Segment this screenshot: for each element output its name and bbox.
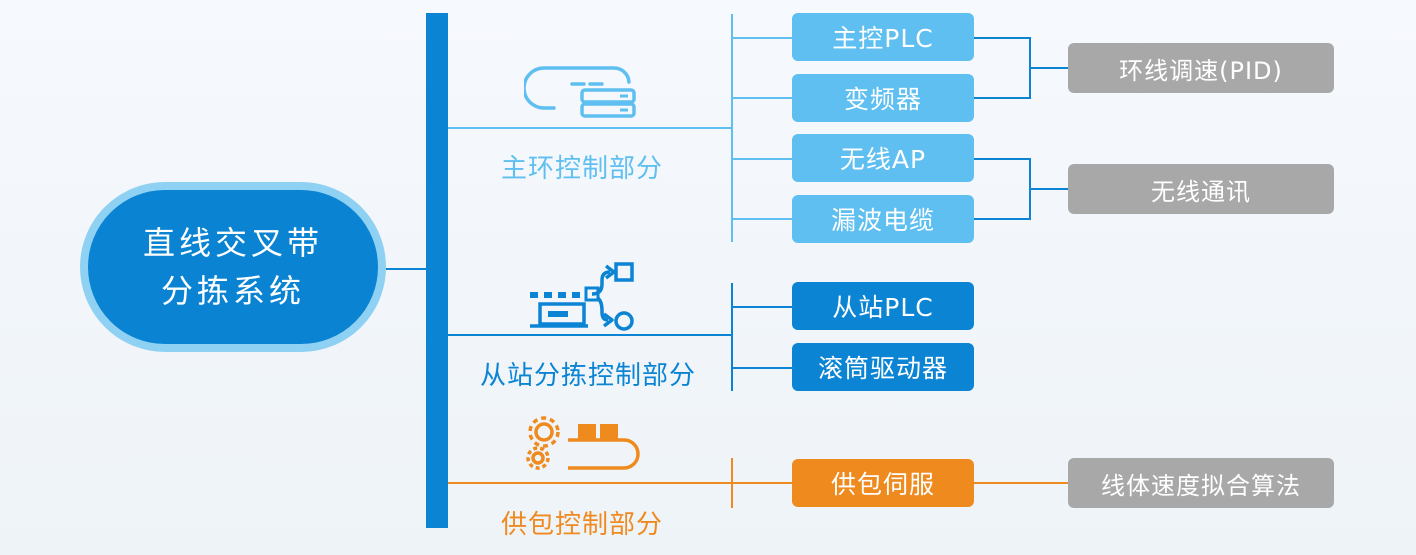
main-spine (426, 13, 448, 528)
main-sub-spine (731, 14, 733, 242)
main-branch-line (448, 127, 732, 129)
main-tick-4 (733, 218, 793, 220)
feed-sub-tick (731, 458, 733, 508)
root-node: 直线交叉带 分拣系统 (80, 182, 386, 352)
feed-servo-box: 供包伺服 (792, 459, 974, 507)
gear-conveyor-icon (526, 416, 640, 470)
wireless-bracket-vertical (1029, 158, 1031, 220)
pid-bracket-bottom (974, 97, 1030, 99)
slave-section-label: 从站分拣控制部分 (479, 361, 696, 391)
feed-out-line (974, 482, 1069, 484)
root-title-line2: 分拣系统 (160, 272, 305, 310)
ring-controller-icon (524, 66, 636, 118)
sorting-conveyor-icon (530, 262, 634, 331)
slave-branch-line (448, 334, 732, 336)
root-title-line1: 直线交叉带 (142, 224, 323, 262)
root-connector (386, 268, 426, 270)
feed-branch-line (448, 482, 792, 484)
pid-speed-box: 环线调速(PID) (1068, 43, 1334, 93)
main-tick-1 (733, 37, 793, 39)
pid-bracket-vertical (1029, 37, 1031, 99)
feed-section-label: 供包控制部分 (500, 510, 663, 540)
wireless-comm-box: 无线通讯 (1068, 164, 1334, 214)
main-section-label: 主环控制部分 (500, 154, 663, 184)
slave-sub-spine (731, 283, 733, 391)
wireless-bracket-out (1031, 188, 1069, 190)
slave-plc-box: 从站PLC (792, 282, 974, 330)
leaky-cable-box: 漏波电缆 (792, 195, 974, 243)
wireless-ap-box: 无线AP (792, 134, 974, 182)
slave-tick-1 (733, 306, 793, 308)
main-tick-3 (733, 158, 793, 160)
pid-bracket-top (974, 37, 1030, 39)
wireless-bracket-top (974, 158, 1030, 160)
wireless-bracket-bottom (974, 218, 1030, 220)
pid-bracket-out (1031, 67, 1069, 69)
main-plc-box: 主控PLC (792, 13, 974, 61)
slave-tick-2 (733, 367, 793, 369)
main-tick-2 (733, 97, 793, 99)
speed-fitting-box: 线体速度拟合算法 (1068, 458, 1334, 508)
inverter-box: 变频器 (792, 74, 974, 122)
roller-driver-box: 滚筒驱动器 (792, 343, 974, 391)
